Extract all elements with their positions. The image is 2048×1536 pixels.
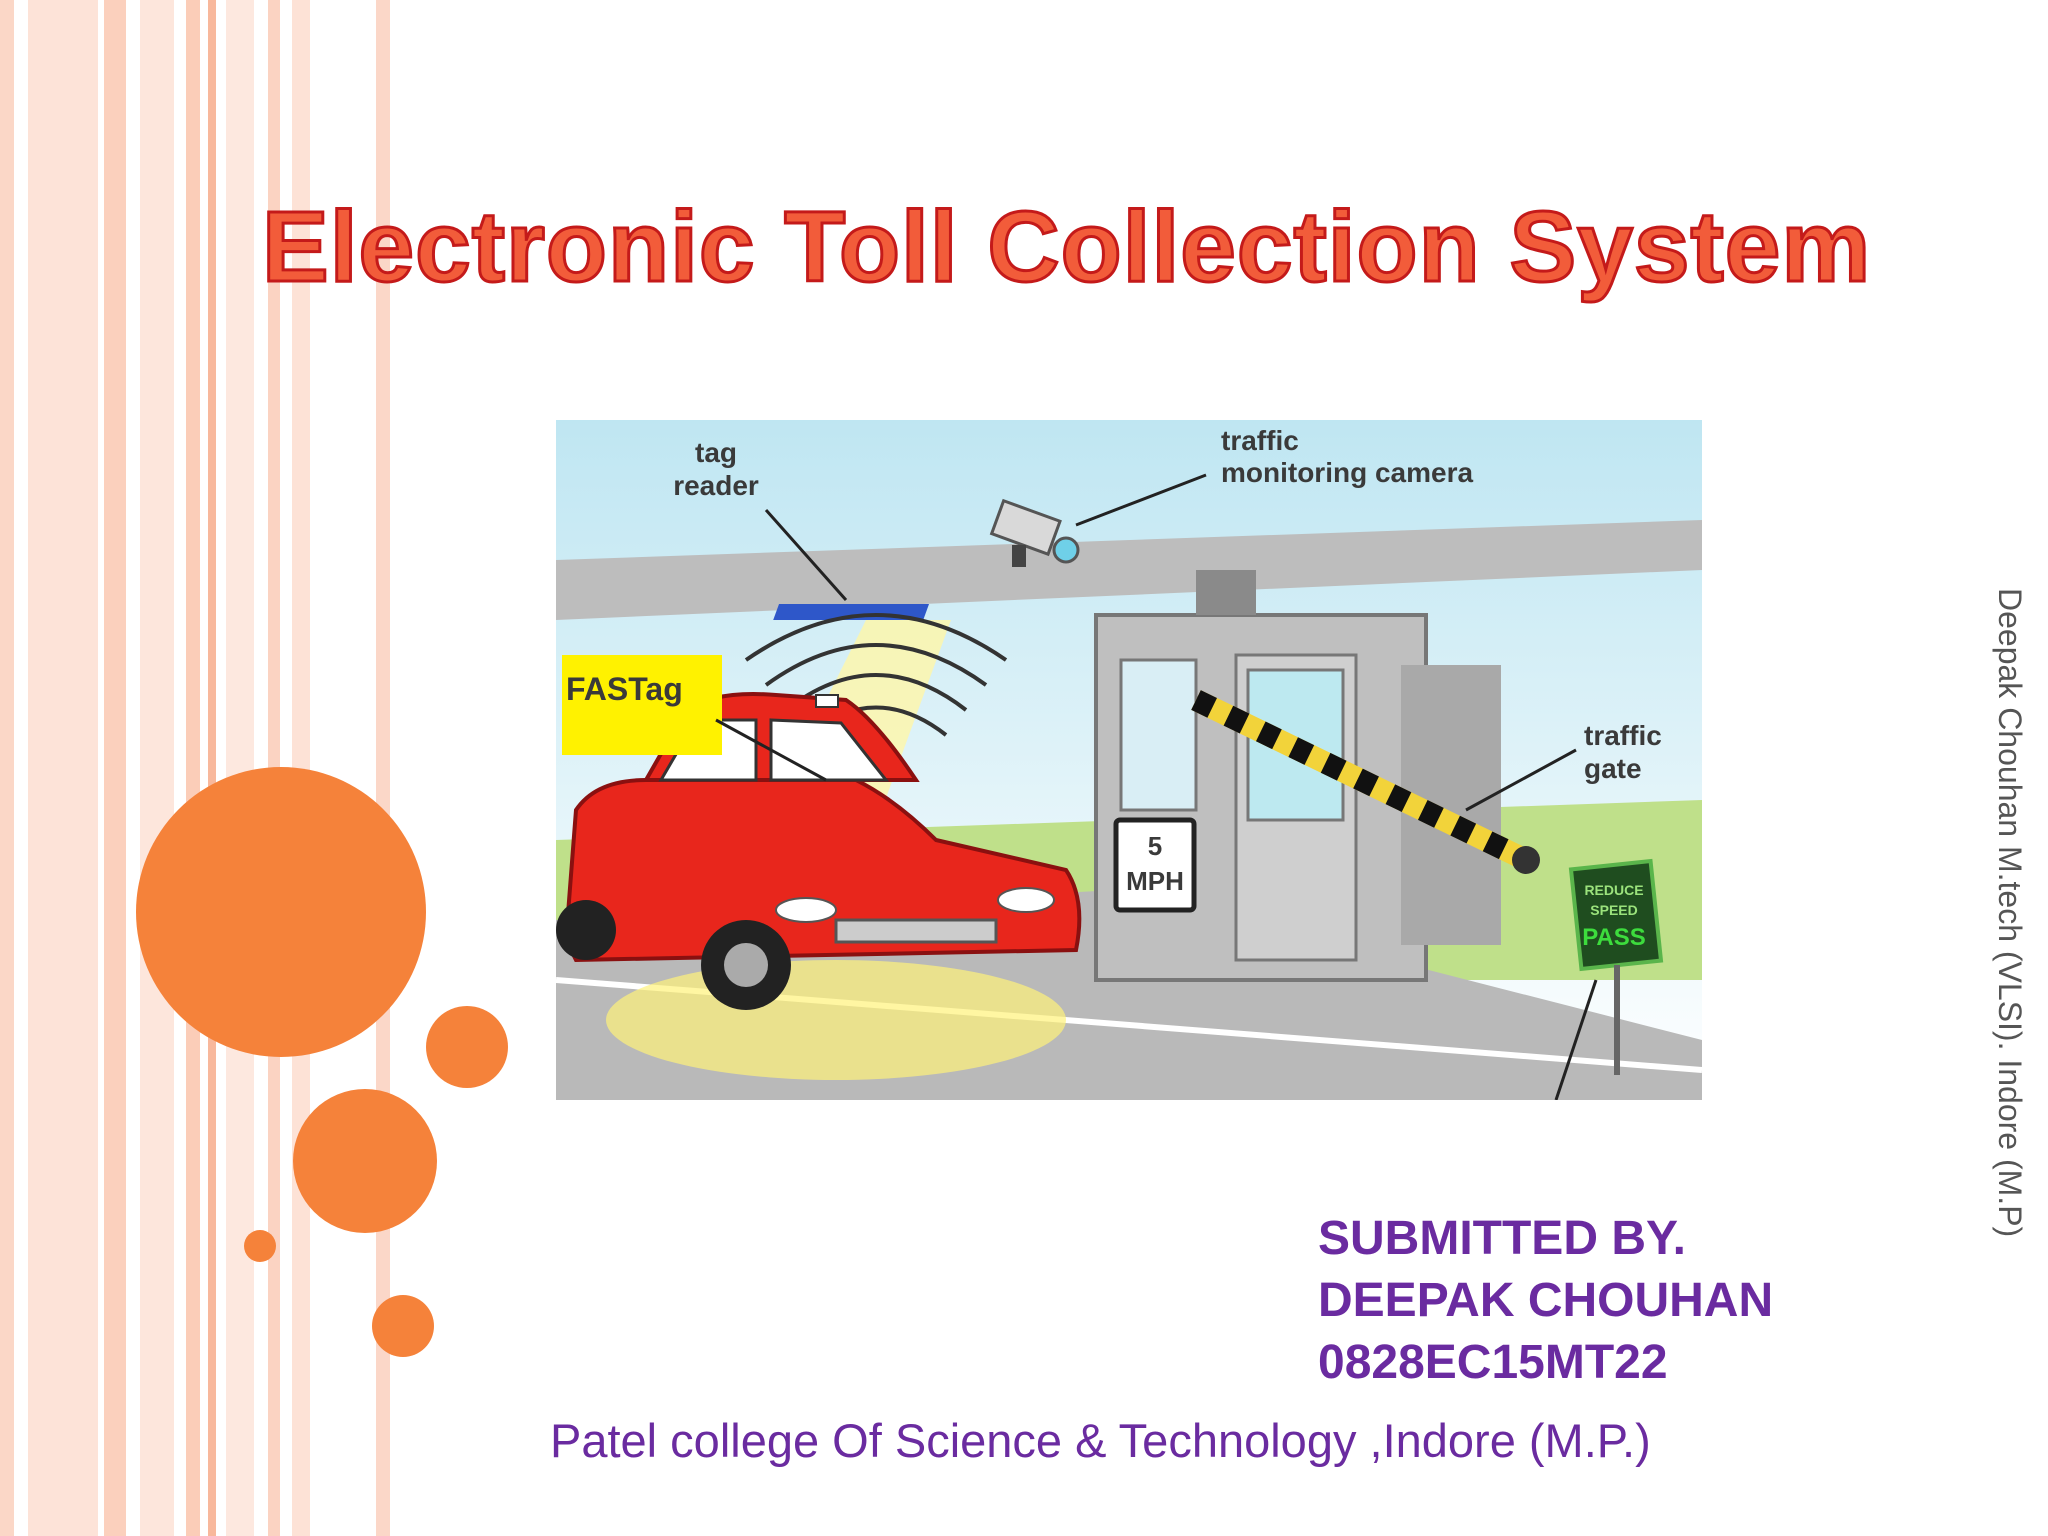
submitted-heading: SUBMITTED BY. xyxy=(1318,1212,1687,1265)
submitted-by-block: SUBMITTED BY. DEEPAK CHOUHAN 0828EC15MT2… xyxy=(1318,1208,1773,1394)
medium-circle xyxy=(426,1006,508,1088)
college-name: Patel college Of Science & Technology ,I… xyxy=(550,1414,1651,1467)
gate-label-1: traffic xyxy=(1584,720,1662,751)
speed-unit: MPH xyxy=(1126,866,1184,896)
speed-value: 5 xyxy=(1148,831,1162,861)
medium-circle-2 xyxy=(293,1089,437,1233)
sign-line-1: REDUCE xyxy=(1584,882,1643,898)
camera-label-1: traffic xyxy=(1221,425,1299,456)
decorative-circles xyxy=(136,767,508,1357)
car-icon xyxy=(556,692,1082,1080)
fastag-label: FASTag xyxy=(566,671,683,707)
gate-label-2: gate xyxy=(1584,753,1642,784)
student-name: DEEPAK CHOUHAN xyxy=(1318,1274,1774,1327)
side-note: Deepak Chouhan M.tech (VLSI). Indore (M.… xyxy=(1980,588,2040,1288)
toll-illustration: 5 MPH REDUCE SPEED PASS FASTag tag reade… xyxy=(556,420,1702,1100)
large-circle xyxy=(136,767,426,1057)
sign-line-3: PASS xyxy=(1582,924,1646,951)
student-roll: 0828EC15MT22 xyxy=(1318,1336,1668,1389)
slide-title: Electronic Toll Collection System xyxy=(261,190,1872,305)
camera-label-2: monitoring camera xyxy=(1221,457,1473,488)
fastag-box xyxy=(562,655,722,755)
tag-label-2: reader xyxy=(673,470,759,501)
small-circle xyxy=(244,1230,276,1262)
side-note-text: Deepak Chouhan M.tech (VLSI). Indore (M.… xyxy=(1992,588,2028,1238)
sign-line-2: SPEED xyxy=(1590,902,1637,918)
camera-icon xyxy=(989,498,1080,567)
small-circle-2 xyxy=(372,1295,434,1357)
tag-label-1: tag xyxy=(695,437,737,468)
decorative-stripes xyxy=(0,0,400,1536)
